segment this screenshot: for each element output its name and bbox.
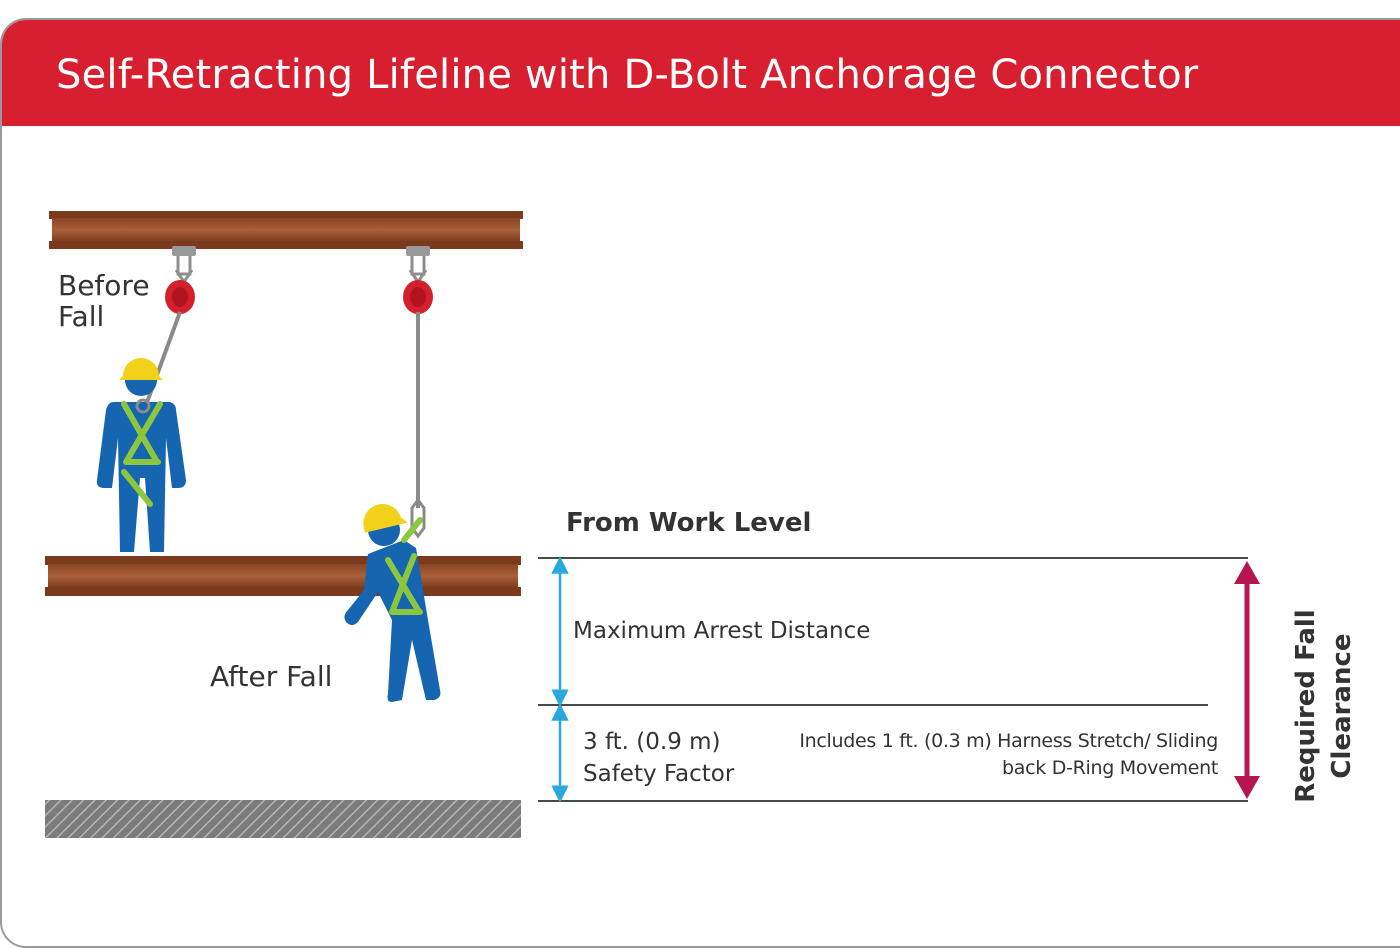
- required-fall-clearance-label: Required Fall Clearance: [1291, 609, 1357, 803]
- ground-hatched-icon: [45, 800, 521, 838]
- srl-before-fall-icon: [165, 280, 195, 314]
- title-bar: Self-Retracting Lifeline with D-Bolt Anc…: [2, 20, 1400, 126]
- d-bolt-anchor-icon: [406, 246, 430, 285]
- worker-after-fall-icon: [344, 503, 441, 702]
- diagram-card: Self-Retracting Lifeline with D-Bolt Anc…: [0, 18, 1400, 948]
- work-level-steel-beam-icon: [45, 556, 521, 596]
- from-work-level-label: From Work Level: [566, 508, 812, 538]
- safety-factor-label: 3 ft. (0.9 m) Safety Factor: [583, 729, 735, 787]
- required-clearance-arrow: [1234, 561, 1260, 799]
- top-steel-beam-icon: [49, 211, 523, 249]
- maximum-arrest-distance-label: Maximum Arrest Distance: [573, 618, 871, 644]
- after-fall-label: After Fall: [210, 660, 333, 693]
- fall-clearance-diagram: [45, 211, 1260, 838]
- worker-before-fall-icon: [96, 358, 186, 552]
- before-fall-label: Before Fall: [58, 269, 150, 333]
- page-title: Self-Retracting Lifeline with D-Bolt Anc…: [56, 52, 1199, 98]
- harness-stretch-label: Includes 1 ft. (0.3 m) Harness Stretch/ …: [799, 730, 1218, 779]
- srl-after-fall-icon: [403, 280, 433, 314]
